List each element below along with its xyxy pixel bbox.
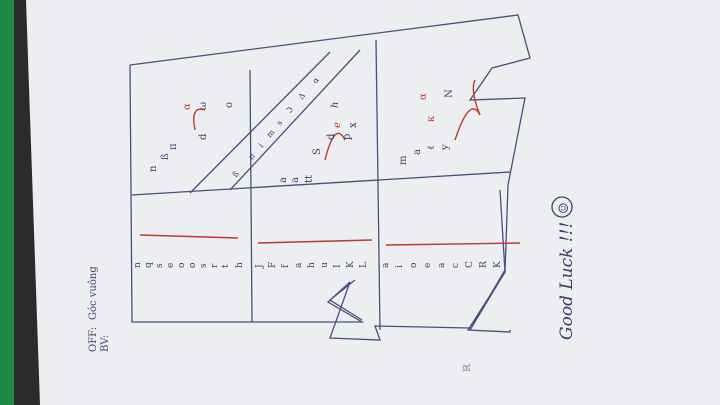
letter-strips: n q s e o o s r t h J F f a h u I K L a … xyxy=(133,261,503,269)
strip-middle-letter: u xyxy=(320,262,330,268)
middle-glyph: tt xyxy=(304,175,315,183)
arrow-strip-top xyxy=(139,234,239,239)
red-arrows xyxy=(139,79,521,246)
lower-glyph: ℓ xyxy=(426,145,437,150)
diag-letter: ℑ xyxy=(285,105,296,115)
middle-glyph: ℎ xyxy=(330,102,341,108)
middle-cell: a a tt S d p ℯ x ℎ xyxy=(278,102,359,183)
strip-top-letter: q xyxy=(144,262,154,268)
diag-1 xyxy=(189,51,331,194)
diag-letter: m xyxy=(265,127,277,139)
middle-glyph: a xyxy=(278,177,289,183)
upper-glyph: o xyxy=(224,102,235,108)
diag-letter: Δ xyxy=(297,91,308,101)
side-note: ℝ xyxy=(462,363,473,372)
strip-middle-letter: I xyxy=(333,264,343,268)
strip-bottom-letter: C xyxy=(465,261,475,268)
strip-middle-letter: F xyxy=(268,262,278,268)
diag-letter: i xyxy=(257,141,266,149)
middle-glyph: d xyxy=(326,133,337,140)
upper-glyph: d xyxy=(198,133,209,140)
paper-sheet xyxy=(26,0,720,405)
outer-outline xyxy=(129,14,531,333)
lower-glyph: m xyxy=(398,155,409,165)
off-label: OFF: xyxy=(88,327,99,352)
strip-bottom-letter: o xyxy=(409,263,419,268)
strip-middle-letter: L xyxy=(359,262,369,268)
diag-letter: π xyxy=(247,151,257,161)
strip-bottom-letter: a xyxy=(437,262,447,268)
smiley-circle xyxy=(551,196,573,218)
strip-top-letter: h xyxy=(235,262,245,268)
upper-glyph: α xyxy=(182,103,193,110)
middle-glyph: a xyxy=(290,177,301,183)
strip-bottom-letter: R xyxy=(479,261,489,268)
lower-glyph: α xyxy=(418,93,429,100)
strip-middle-letter: f xyxy=(281,264,291,268)
upper-glyph: n xyxy=(148,165,159,172)
strip-top-letter: o xyxy=(177,263,187,268)
integral-curve-middle xyxy=(324,132,346,161)
middle-glyph: S xyxy=(312,148,323,155)
strip-bottom-letter: c xyxy=(451,263,461,268)
strip-top-letter: r xyxy=(210,263,220,268)
strip-middle-letter: K xyxy=(346,261,356,268)
green-edge xyxy=(0,0,14,405)
diag-band-letters: ß π i m s ℑ Δ α xyxy=(231,75,322,179)
good-luck-text: Good Luck !!! xyxy=(557,222,577,340)
arrow-strip-middle xyxy=(257,239,373,244)
tab-right xyxy=(469,189,506,331)
smiley-icon: ☺ xyxy=(557,202,572,214)
upper-glyph: ω xyxy=(198,102,209,110)
strip-middle-letter: J xyxy=(255,264,265,269)
off-value: Góc vuông xyxy=(88,266,99,320)
notch-top xyxy=(328,279,363,321)
diag-letter: s xyxy=(275,118,285,127)
net-diagram xyxy=(129,14,531,341)
outer-outline-bottom xyxy=(248,281,471,341)
lower-glyph: y xyxy=(440,144,451,151)
strip-top-letter: e xyxy=(166,263,176,268)
strip-top-letter: s xyxy=(155,263,165,268)
diag-letter: α xyxy=(311,75,322,85)
outer-outline-top xyxy=(129,64,248,323)
strip-bottom-letter: a xyxy=(381,262,391,268)
strip-middle-letter: a xyxy=(294,262,304,268)
diag-letter: ß xyxy=(231,169,241,179)
hline-2 xyxy=(249,69,253,323)
lower-glyph: a xyxy=(412,149,423,155)
strip-bottom-letter: i xyxy=(395,265,405,268)
strip-bottom-letter: e xyxy=(423,263,433,268)
bv-label: BV: xyxy=(100,335,111,352)
hline-1 xyxy=(131,171,511,196)
strip-bottom-letter: K xyxy=(493,261,503,268)
strip-top-letter: n xyxy=(133,262,143,268)
upper-glyph: π xyxy=(168,143,179,150)
lower-glyph: N xyxy=(444,89,455,98)
middle-glyph: x xyxy=(348,122,359,128)
middle-glyph: ℯ xyxy=(332,122,343,128)
hline-3 xyxy=(375,39,381,331)
strip-middle-letter: h xyxy=(307,262,317,268)
upper-cell: n ß π d α ω o xyxy=(148,102,235,172)
integral-curve-lower xyxy=(454,79,481,141)
strip-top-letter: s xyxy=(199,263,209,268)
lower-glyph: κ xyxy=(426,115,437,122)
strip-top-letter: o xyxy=(188,263,198,268)
diag-2 xyxy=(229,49,361,191)
lower-cell: m a ℓ y κ α N xyxy=(398,89,455,165)
upper-glyph: ß xyxy=(160,153,171,160)
arrow-strip-bottom xyxy=(385,242,521,246)
strip-top-letter: t xyxy=(221,264,231,268)
header-notes: OFF: Góc vuông BV: xyxy=(88,266,111,352)
integral-curve-upper xyxy=(193,108,206,131)
middle-glyph: p xyxy=(342,134,353,140)
